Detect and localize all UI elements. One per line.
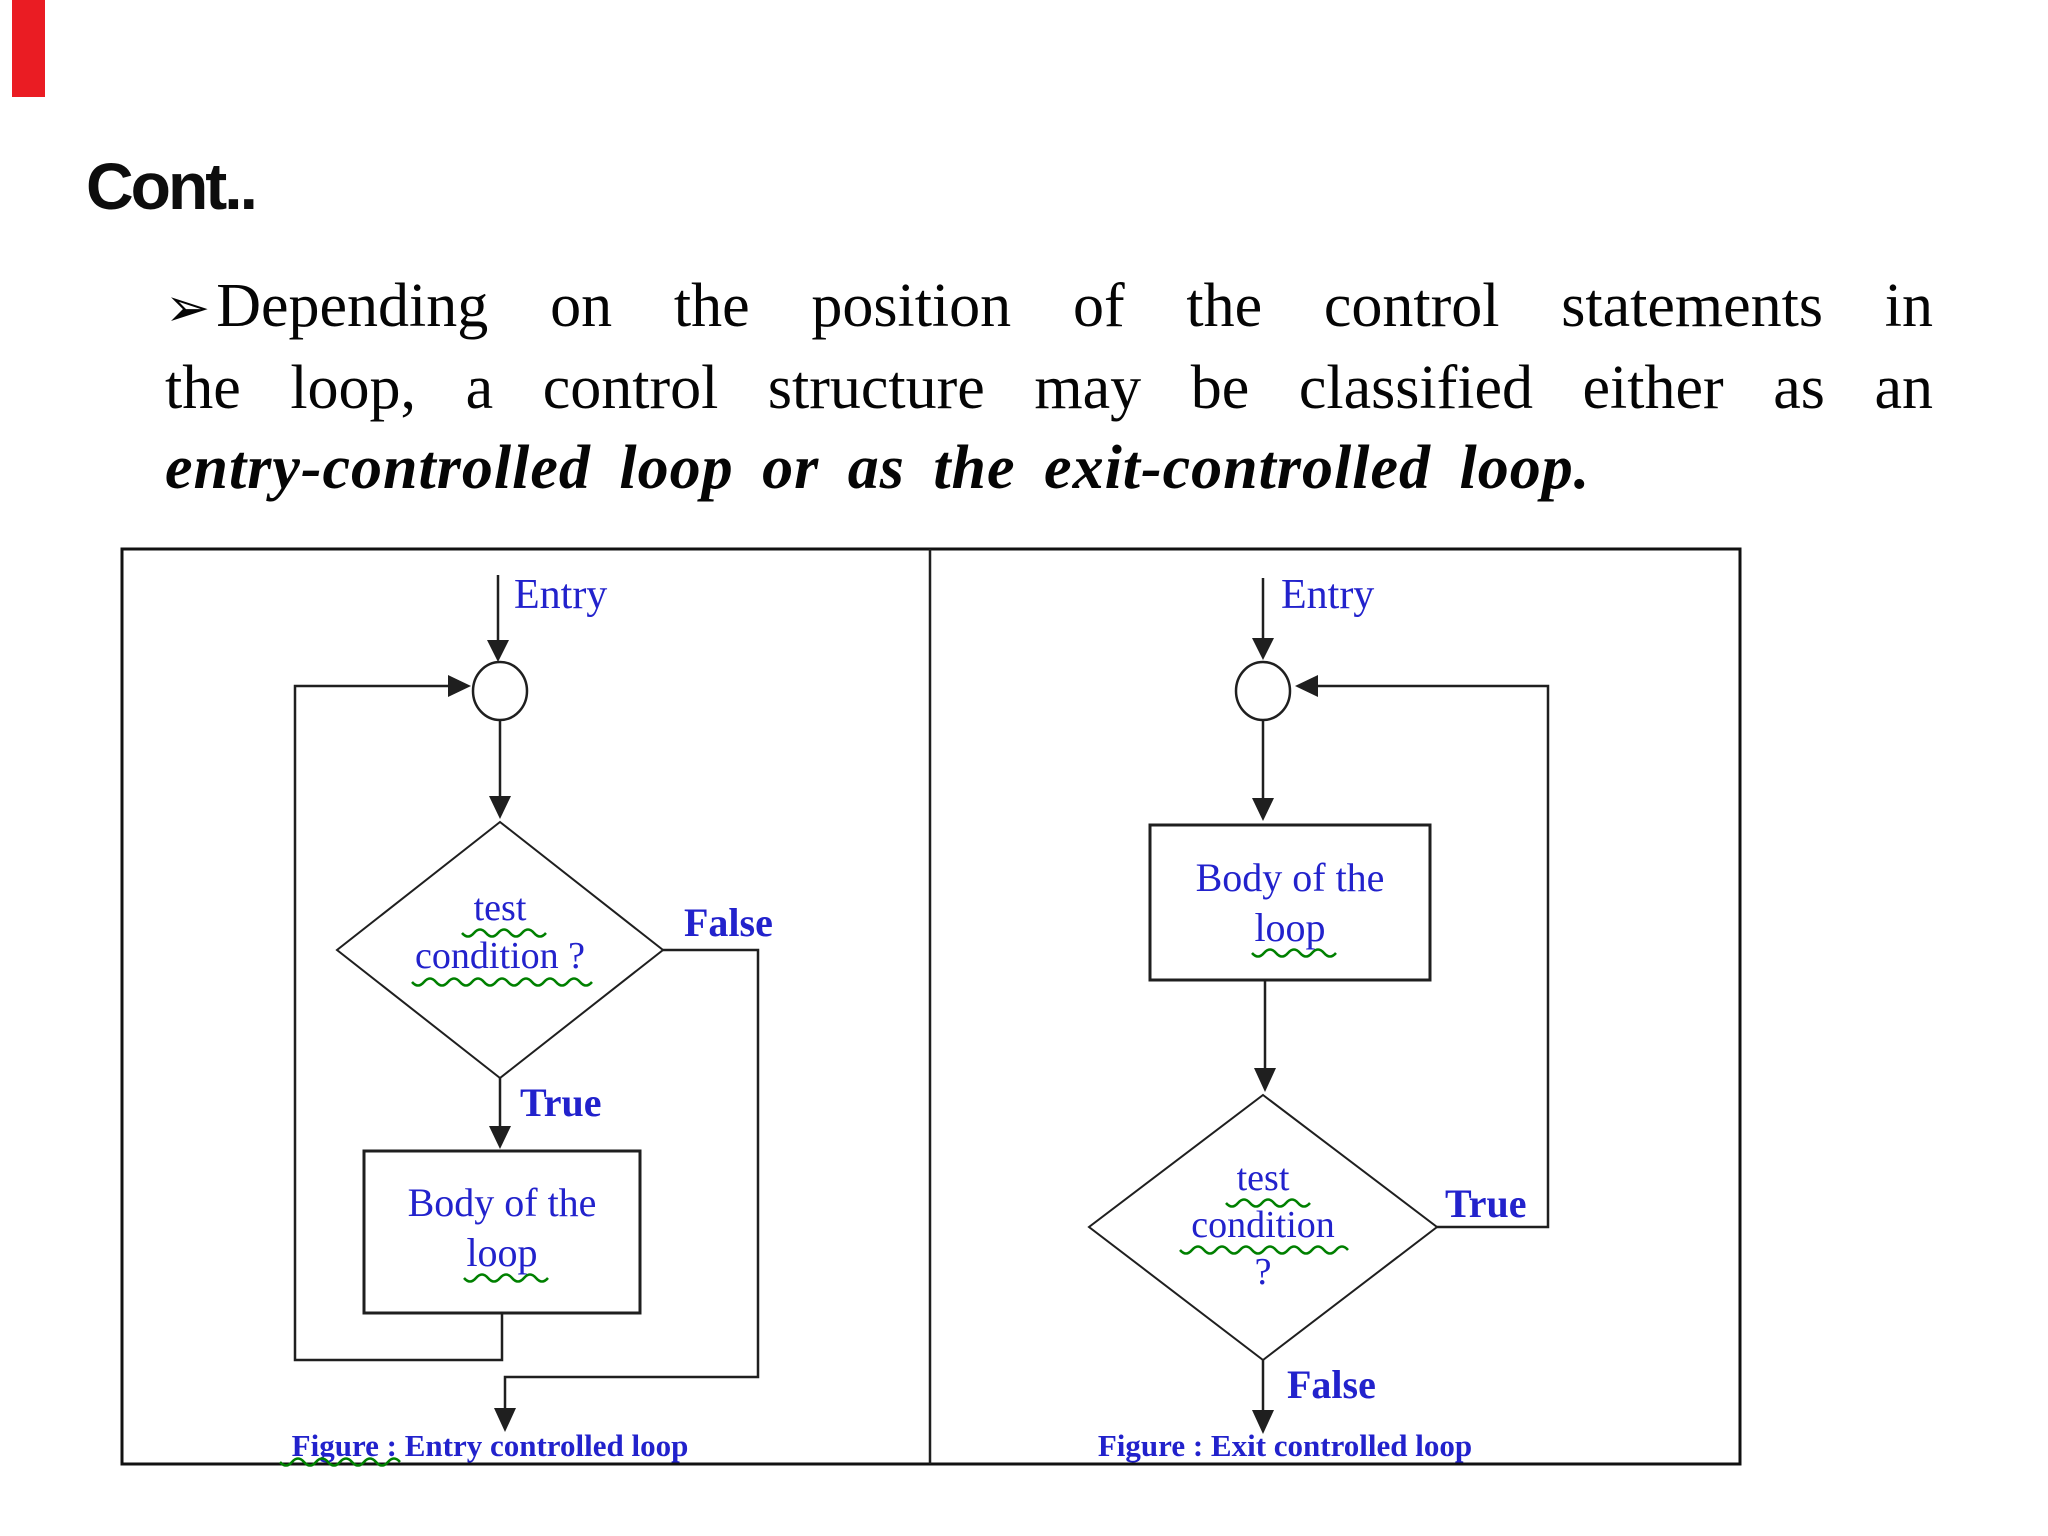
- true-label: True: [1445, 1181, 1526, 1226]
- false-label: False: [1287, 1362, 1376, 1407]
- condition-text-line1: test: [474, 887, 527, 929]
- figure-caption: Figure : Entry controlled loop: [292, 1428, 689, 1463]
- paragraph-line-1-text: Depending on the position of the control…: [216, 272, 1933, 340]
- body-of-loop-box: [1148, 823, 1432, 982]
- body-text-line2: loop: [1254, 905, 1325, 950]
- spellcheck-squiggle: [461, 928, 547, 938]
- arrowhead: [1252, 798, 1274, 821]
- paragraph-line-2: the loop, a control structure may be cla…: [165, 354, 1933, 422]
- false-label: False: [684, 900, 773, 945]
- spellcheck-squiggle: [1225, 1198, 1311, 1208]
- page-title: Cont..: [86, 149, 258, 223]
- body-text-line2: loop: [466, 1230, 537, 1275]
- arrowhead: [1252, 638, 1274, 660]
- spellcheck-squiggle: [463, 1273, 549, 1283]
- red-ribbon: [12, 0, 45, 97]
- paragraph-line-1: ➢Depending on the position of the contro…: [165, 266, 1933, 348]
- arrowhead: [494, 1408, 516, 1432]
- arrowhead: [489, 1126, 511, 1149]
- arrow-bullet-icon: ➢: [165, 276, 211, 339]
- loop-flowchart-figure: Entry test condition ? False True Body o…: [120, 547, 1744, 1468]
- flowchart-svg: Entry test condition ? False True Body o…: [120, 547, 1742, 1467]
- exit-controlled-panel: Entry Body of the loop test condition ? …: [1087, 572, 1550, 1463]
- arrowhead: [448, 675, 471, 697]
- arrowhead: [1254, 1068, 1276, 1092]
- spellcheck-squiggle: [411, 977, 593, 987]
- false-branch-line: [503, 948, 760, 1410]
- figure-caption: Figure : Exit controlled loop: [1098, 1428, 1472, 1463]
- arrowhead: [1252, 1410, 1274, 1434]
- paragraph-line-3: entry-controlled loop or as the exit-con…: [165, 434, 1591, 502]
- arrowhead: [487, 640, 509, 662]
- true-label: True: [520, 1080, 601, 1125]
- loop-back-line: [1316, 684, 1550, 1229]
- entry-label: Entry: [1281, 572, 1374, 618]
- spellcheck-squiggle: [1251, 948, 1337, 958]
- condition-text-line2: condition ?: [415, 935, 585, 977]
- arrowhead: [1295, 675, 1318, 697]
- condition-text-line1: test: [1237, 1157, 1290, 1199]
- spellcheck-squiggle: [1179, 1245, 1349, 1255]
- body-text-line1: Body of the: [1196, 855, 1385, 900]
- body-text-line1: Body of the: [408, 1180, 597, 1225]
- body-of-loop-box: [362, 1149, 642, 1315]
- entry-label: Entry: [514, 572, 607, 618]
- condition-text-line3: ?: [1255, 1251, 1272, 1293]
- spellcheck-squiggle: [279, 1457, 401, 1467]
- body-paragraph: ➢Depending on the position of the contro…: [165, 266, 1933, 508]
- loop-back-line: [293, 684, 504, 1362]
- entry-controlled-panel: Entry test condition ? False True Body o…: [279, 572, 773, 1467]
- arrowhead: [489, 796, 511, 819]
- condition-text-line2: condition: [1191, 1204, 1335, 1246]
